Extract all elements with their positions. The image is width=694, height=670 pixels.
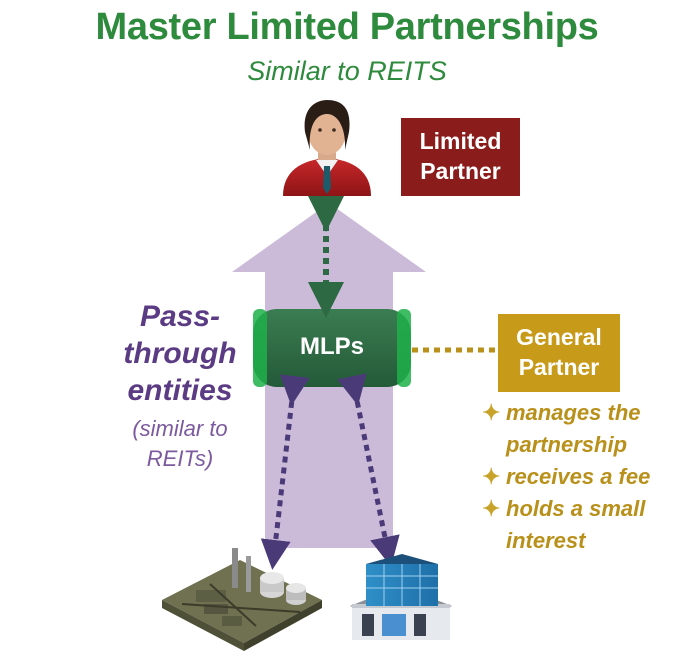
- role-text: partnership: [506, 432, 628, 457]
- mlp-building-connector: [337, 373, 400, 567]
- star-bullet-icon: ✦: [482, 400, 501, 425]
- general-partner-line1: General: [516, 324, 602, 350]
- star-bullet-icon: ✦: [482, 464, 501, 489]
- limited-partner-line2: Partner: [420, 158, 501, 184]
- role-text: manages the: [506, 400, 641, 425]
- mlp-node: [253, 309, 411, 387]
- office-building-icon: [350, 554, 452, 640]
- limited-partner-box: Limited Partner: [401, 118, 520, 196]
- general-partner-line2: Partner: [518, 354, 600, 380]
- pass-through-note-line2: REITs): [146, 446, 214, 471]
- role-item: ✦ manages the partnership: [482, 397, 694, 461]
- limited-partner-line1: Limited: [419, 128, 502, 154]
- person-icon: [283, 100, 371, 196]
- pass-through-note: (similar to REITs): [100, 414, 260, 474]
- role-text: receives a fee: [506, 464, 651, 489]
- role-text: holds a small: [506, 496, 646, 521]
- pass-through-line1: Pass-: [139, 300, 221, 333]
- pass-through-note-line1: (similar to: [132, 416, 228, 441]
- pass-through-line2: through: [123, 337, 237, 370]
- mlp-label: MLPs: [299, 333, 364, 360]
- refinery-icon: [162, 548, 322, 651]
- star-bullet-icon: ✦: [482, 496, 501, 521]
- mlp-refinery-connector: [260, 374, 310, 570]
- general-partner-roles: ✦ manages the partnership ✦ receives a f…: [482, 397, 694, 557]
- general-partner-box: General Partner: [498, 314, 620, 392]
- role-item: ✦ receives a fee: [482, 461, 694, 493]
- pass-through-line3: entities: [127, 374, 233, 407]
- pass-through-label: Pass- through entities: [100, 298, 260, 409]
- page-title: Master Limited Partnerships: [95, 6, 599, 48]
- role-item: ✦ holds a small interest: [482, 493, 694, 557]
- page-subtitle: Similar to REITS: [247, 56, 447, 86]
- role-text: interest: [506, 528, 586, 553]
